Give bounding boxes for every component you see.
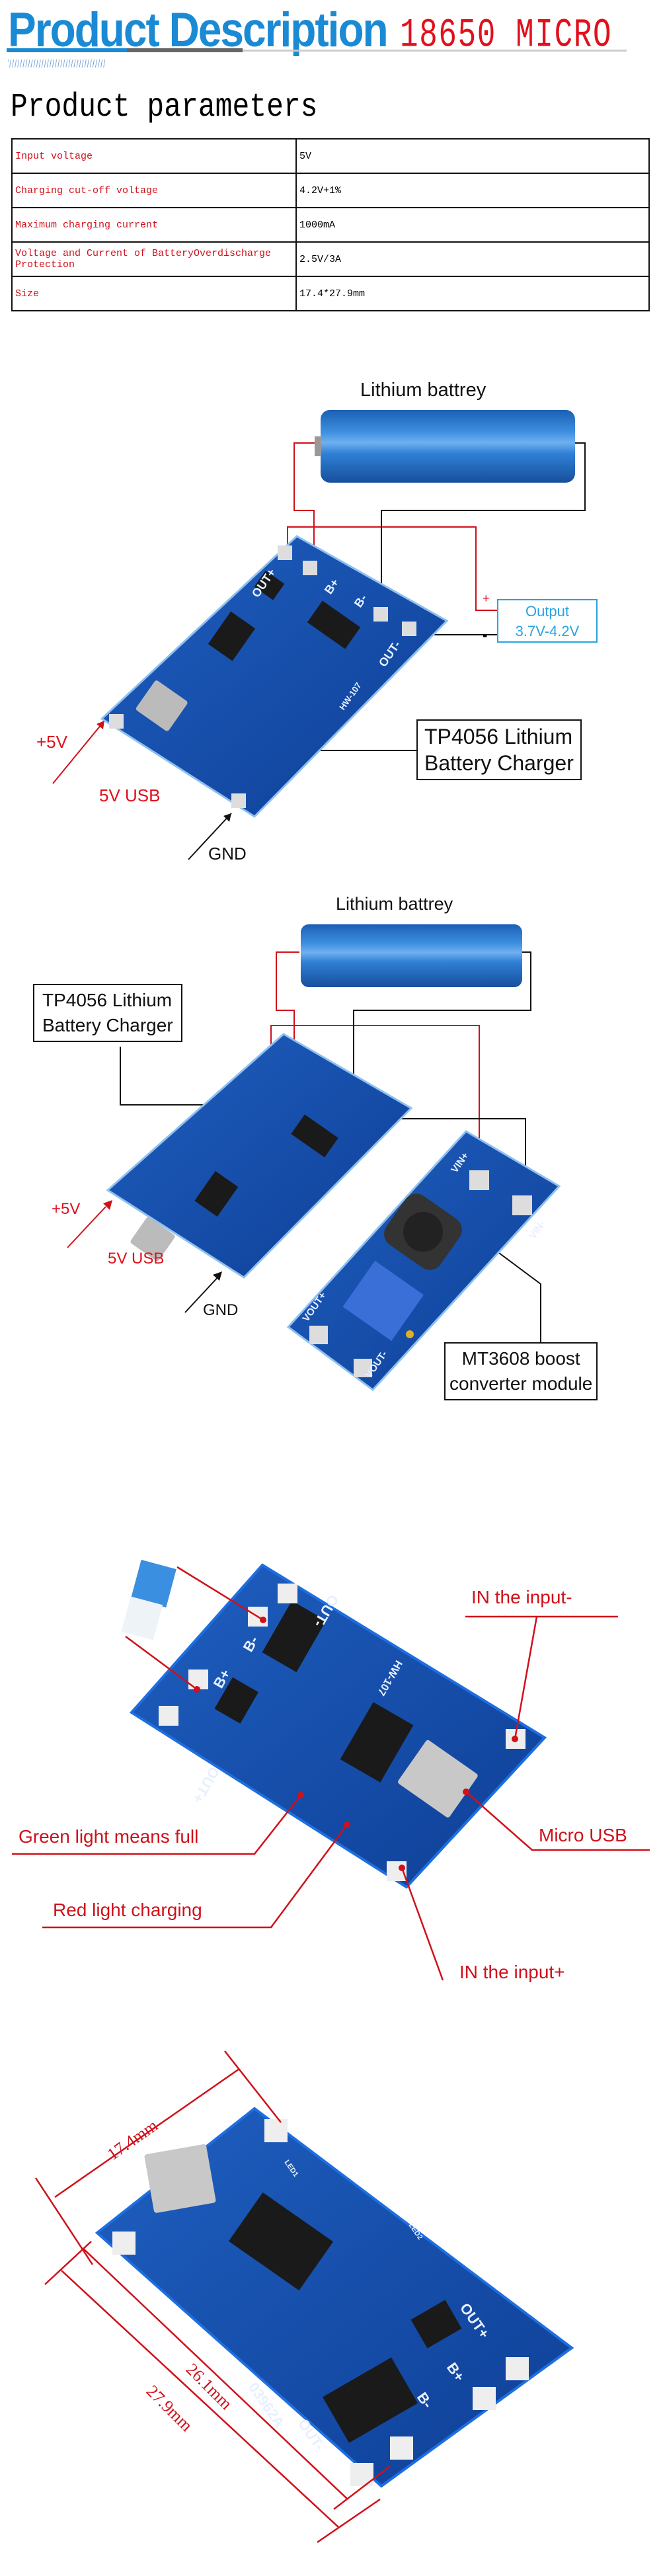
red-light-label: Red light charging (53, 1900, 202, 1920)
potentiometer (342, 1260, 424, 1342)
output-range: 3.7V-4.2V (515, 623, 580, 639)
board4-components (112, 2119, 529, 2486)
boost-label-box: MT3608 boost converter module (444, 1342, 598, 1400)
title-underline-light (243, 50, 627, 52)
tp4056-board-2 (106, 1033, 413, 1279)
gnd-label: GND (203, 1301, 239, 1319)
in-minus-label: IN the input- (471, 1587, 572, 1607)
table-row: Voltage and Current of BatteryOverdischa… (11, 241, 650, 277)
usb-label: 5V USB (108, 1250, 165, 1268)
arrow-gnd-icon (223, 813, 231, 822)
param-key: Input voltage (11, 138, 297, 174)
lithium-battery-2 (301, 924, 522, 987)
output-minus: - (483, 627, 488, 643)
title-underline-dark (127, 48, 243, 52)
micro-usb-port-4 (144, 2144, 216, 2213)
charger-label-line2: Battery Charger (42, 1015, 173, 1035)
param-value: 17.4*27.9mm (295, 276, 650, 311)
usb-label: 5V USB (99, 785, 161, 805)
micro-usb-port-3 (398, 1740, 478, 1818)
charger-label-box: TP4056 Lithium Battery Charger (33, 984, 182, 1042)
diagram2-wires (67, 951, 541, 1342)
diagram3-leader-lines (12, 1566, 650, 1981)
board3-components (159, 1584, 525, 1881)
gnd-label: GND (208, 844, 247, 864)
boost-label-line2: converter module (449, 1373, 593, 1394)
param-key: Maximum charging current (11, 207, 297, 243)
output-title: Output (525, 603, 570, 620)
dimension-lines (34, 2050, 391, 2544)
length-dimension-label: 27.9mm (143, 2382, 196, 2435)
decorative-hatch (8, 60, 106, 67)
param-key: Charging cut-off voltage (11, 173, 297, 208)
in-plus-label: IN the input+ (459, 1962, 565, 1982)
parameters-title: Product parameters (11, 89, 318, 126)
input-5v-label: +5V (36, 732, 67, 752)
mt3608-components (309, 1170, 532, 1377)
green-light-label: Green light means full (19, 1826, 199, 1847)
output-box: Output 3.7V-4.2V (497, 599, 598, 643)
boost-label-line1: MT3608 boost (461, 1348, 580, 1369)
input-5v-label: +5V (52, 1200, 81, 1218)
battery-label: Lithium battrey (336, 894, 453, 914)
charger-label-line2: Battery Charger (424, 751, 574, 775)
pcb-label: OUT+ (189, 1764, 223, 1806)
charger-label-box: TP4056 Lithium Battery Charger (416, 719, 582, 780)
param-key: Size (11, 276, 297, 311)
lithium-battery-1 (321, 410, 575, 483)
tp4056-board-1 (100, 535, 449, 818)
board2-components (130, 1114, 338, 1262)
arrow-gnd-icon (213, 1271, 222, 1281)
param-value: 1000mA (295, 207, 650, 243)
arrow-5v-icon (97, 721, 104, 729)
micro-usb-label: Micro USB (539, 1825, 627, 1845)
charger-label-line1: TP4056 Lithium (42, 990, 173, 1010)
param-value: 5V (295, 138, 650, 174)
tp4056-board-4 (95, 2107, 574, 2488)
param-value: 2.5V/3A (295, 241, 650, 277)
battery-terminal-1 (315, 436, 321, 456)
battery-label: Lithium battrey (360, 380, 486, 401)
output-plus: + (483, 592, 490, 605)
board1-components (109, 545, 416, 808)
pcb-pin-label: VIN- (527, 1219, 547, 1241)
charger-label-line1: TP4056 Lithium (424, 725, 573, 748)
title-underline-accent (7, 48, 127, 52)
param-value: 4.2V+1% (295, 173, 650, 208)
micro-usb-port-1 (136, 680, 188, 731)
arrow-5v-icon (103, 1200, 112, 1210)
diagram1-wires (52, 442, 586, 860)
param-key: Voltage and Current of BatteryOverdischa… (11, 241, 297, 277)
page-title: Product Description (8, 2, 389, 57)
diagram3-battery (121, 1560, 176, 1640)
